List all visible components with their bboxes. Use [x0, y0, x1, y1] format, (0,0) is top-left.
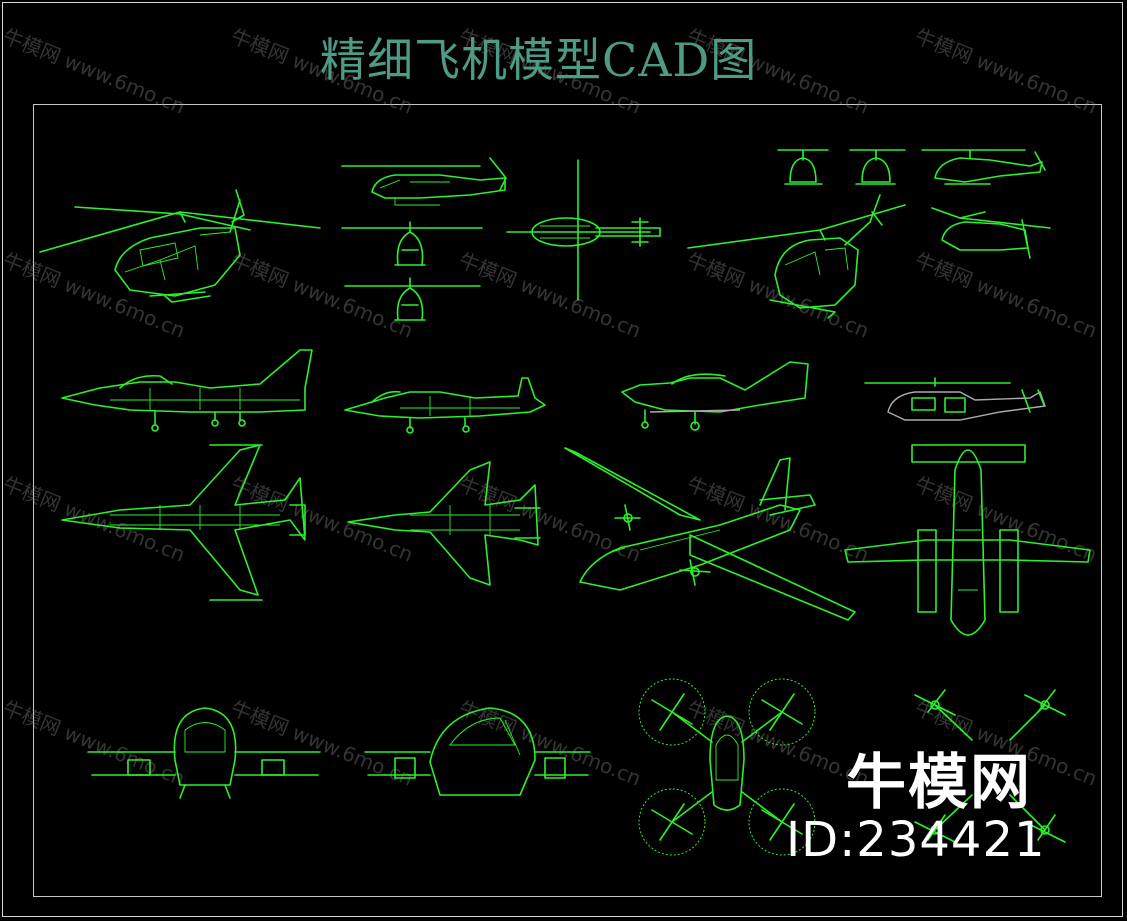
brand-logo: 牛模网 [846, 748, 1032, 818]
drawing-title: 精细飞机模型CAD图 [320, 33, 758, 87]
fighter-f16-top [61, 444, 306, 601]
passenger-drone-side [364, 707, 591, 796]
fighter-f16-side [61, 349, 313, 432]
trainer-aircraft-side [621, 361, 809, 431]
id-label: ID:234421 [786, 812, 1046, 868]
turboprop-airliner-perspective [564, 447, 856, 621]
helicopter-three-views [341, 157, 507, 321]
quadcopter-drone-top [914, 689, 1066, 843]
passenger-drone-front [87, 707, 321, 799]
light-helicopter-perspective [687, 194, 1051, 319]
helicopter-top-view [506, 159, 661, 301]
drawing-border [33, 104, 1102, 897]
light-helicopter-views [777, 149, 1046, 185]
passenger-drone-top [638, 678, 816, 856]
fighter-f15-top [347, 461, 541, 586]
twin-engine-plane-top [844, 444, 1091, 636]
helicopter-perspective [39, 189, 321, 303]
light-helicopter-side [864, 377, 1046, 421]
fighter-f15-side [344, 377, 546, 434]
